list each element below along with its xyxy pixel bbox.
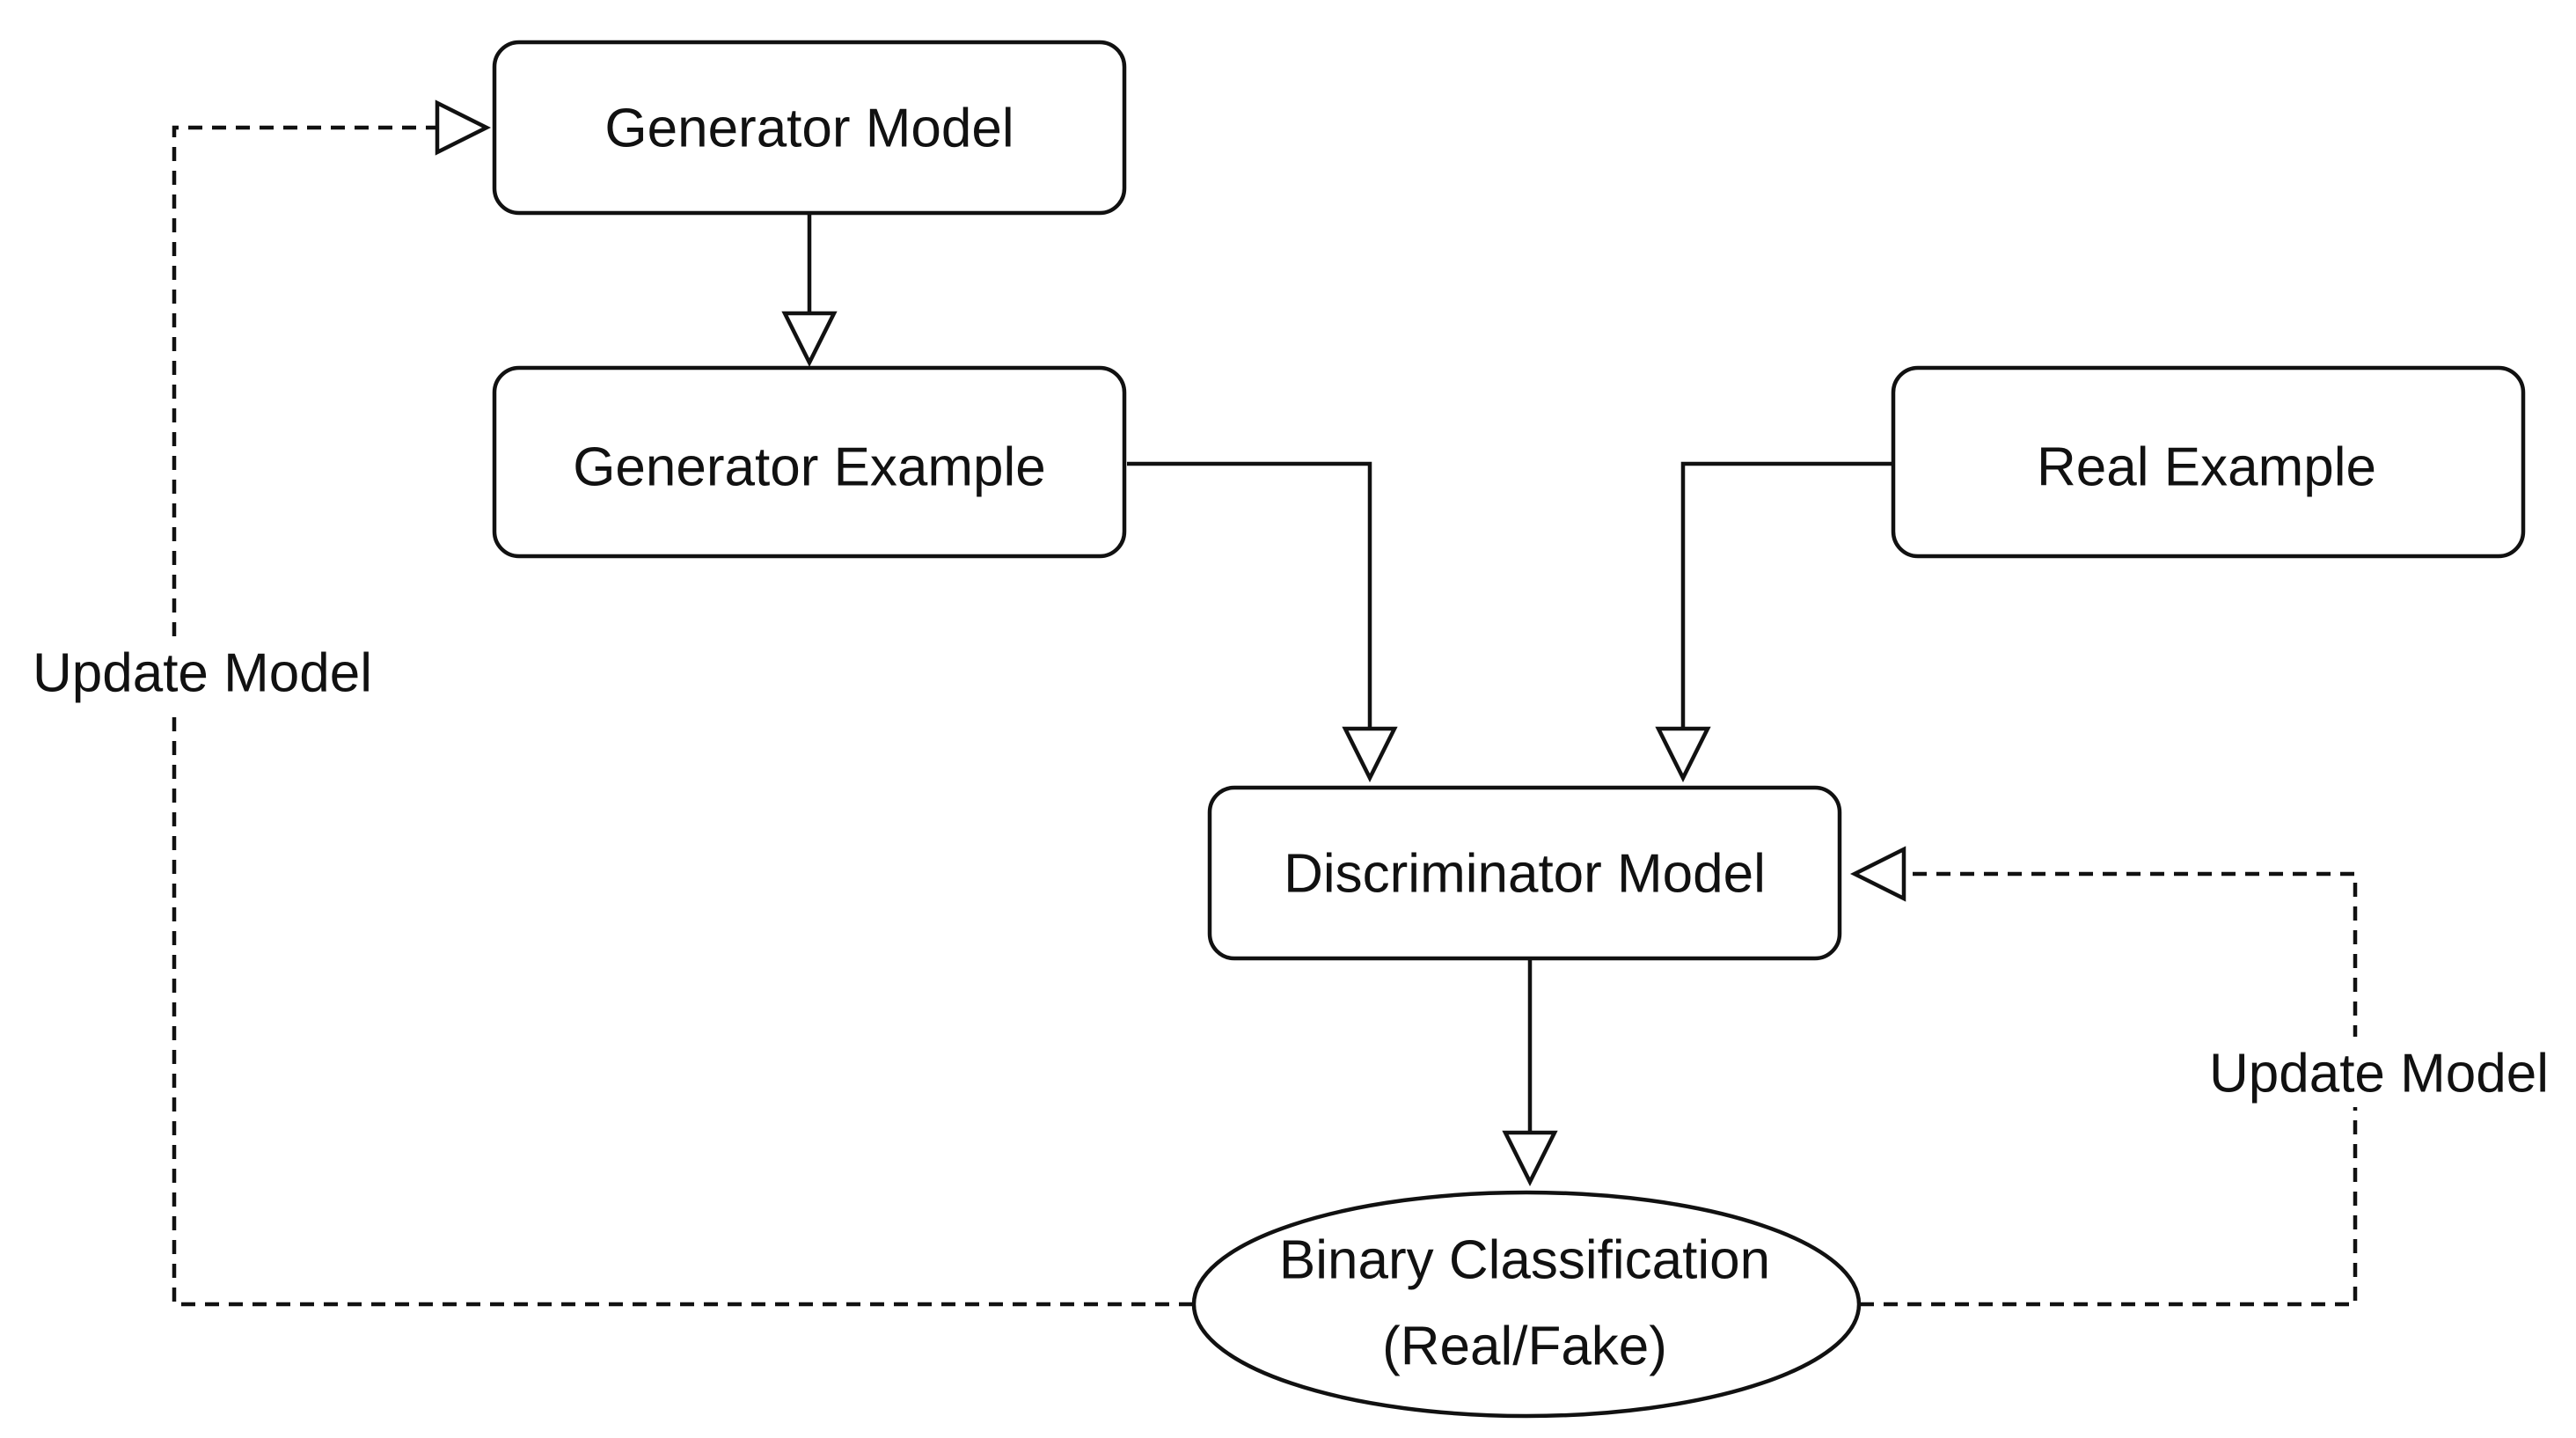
node-generator-example: Generator Example (492, 365, 1127, 559)
node-discriminator-model: Discriminator Model (1207, 785, 1842, 961)
edge-update-discriminator (1849, 846, 2358, 1307)
edge-discriminator-to-classification (1502, 959, 1558, 1187)
node-binary-classification: Binary Classification (Real/Fake) (1191, 1190, 1862, 1419)
node-generator-model: Generator Model (492, 40, 1127, 216)
node-real-example-label: Real Example (2037, 437, 2376, 498)
edge-update-generator (172, 99, 1193, 1307)
update-generator-label: Update Model (33, 643, 372, 704)
node-binary-classification-label-line1: Binary Classification (1279, 1230, 1770, 1291)
node-binary-classification-label-line2: (Real/Fake) (1382, 1317, 1667, 1377)
node-real-example: Real Example (1891, 365, 2526, 559)
node-discriminator-model-label: Discriminator Model (1284, 844, 1766, 905)
edge-real-example-to-discriminator (1655, 461, 1893, 783)
edge-generator-model-to-example (781, 214, 838, 368)
node-generator-example-label: Generator Example (573, 437, 1046, 498)
edge-label-update-generator: Update Model (19, 637, 389, 708)
edge-generator-example-to-discriminator (1127, 461, 1398, 783)
update-discriminator-label: Update Model (2209, 1044, 2549, 1104)
edge-label-update-discriminator: Update Model (2196, 1037, 2565, 1107)
node-generator-model-label: Generator Model (604, 99, 1014, 159)
